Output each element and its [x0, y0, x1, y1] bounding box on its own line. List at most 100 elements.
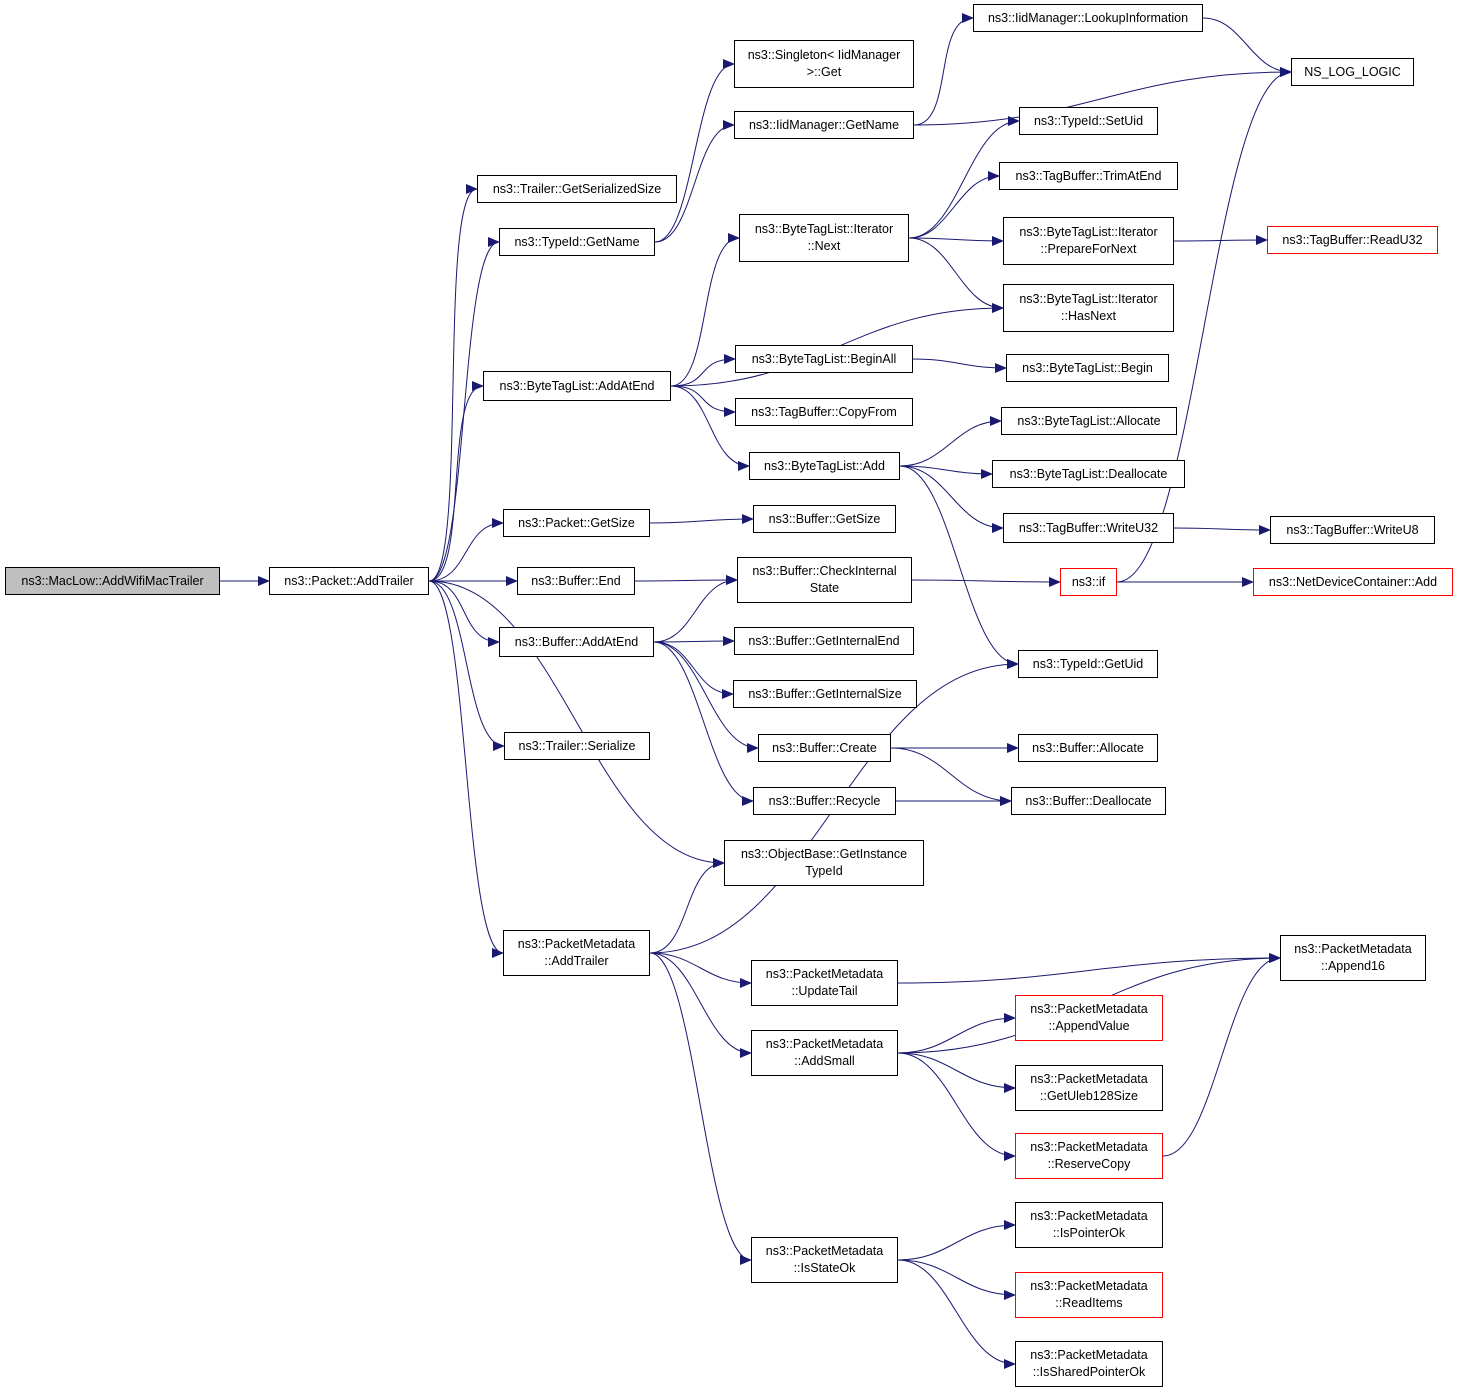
node-buf-check[interactable]: ns3::Buffer::CheckInternal State — [737, 557, 912, 603]
node-buf-add-at-end[interactable]: ns3::Buffer::AddAtEnd — [499, 627, 654, 657]
edge-btl-add-to-type-get-uid — [899, 465, 1019, 669]
node-obj-get-inst[interactable]: ns3::ObjectBase::GetInstance TypeId — [724, 840, 924, 886]
edge-buf-check-to-ns3if — [911, 576, 1061, 587]
edge-ns3if-to-ns-log-logic — [1116, 67, 1292, 583]
edge-btl-it-next-to-tb-trim — [908, 171, 1000, 239]
node-buf-get-int-size[interactable]: ns3::Buffer::GetInternalSize — [733, 680, 917, 708]
edge-type-get-name-to-singleton-get — [654, 59, 735, 243]
node-tb-read-u32[interactable]: ns3::TagBuffer::ReadU32 — [1267, 226, 1438, 254]
node-buf-get-int-end[interactable]: ns3::Buffer::GetInternalEnd — [734, 627, 914, 655]
edge-buf-add-at-end-to-buf-get-int-size — [653, 641, 734, 699]
edge-add-trailer-to-tr-get-ser — [428, 184, 478, 582]
node-tb-copy-from[interactable]: ns3::TagBuffer::CopyFrom — [735, 398, 913, 426]
node-type-get-name[interactable]: ns3::TypeId::GetName — [499, 228, 655, 256]
node-buf-create[interactable]: ns3::Buffer::Create — [758, 734, 891, 762]
node-btl-allocate[interactable]: ns3::ByteTagList::Allocate — [1001, 407, 1177, 435]
node-pm-add-small[interactable]: ns3::PacketMetadata ::AddSmall — [751, 1030, 898, 1076]
edge-buf-add-at-end-to-buf-recycle — [653, 641, 754, 806]
node-pm-read-items[interactable]: ns3::PacketMetadata ::ReadItems — [1015, 1272, 1163, 1318]
node-pm-update-tail[interactable]: ns3::PacketMetadata ::UpdateTail — [751, 960, 898, 1006]
node-tr-serialize[interactable]: ns3::Trailer::Serialize — [504, 732, 650, 760]
node-btl-begin-all[interactable]: ns3::ByteTagList::BeginAll — [735, 345, 913, 373]
node-iid-lookup[interactable]: ns3::IidManager::LookupInformation — [973, 4, 1203, 32]
edge-btl-it-next-to-btl-it-prepare — [908, 235, 1004, 246]
node-type-get-uid[interactable]: ns3::TypeId::GetUid — [1018, 650, 1158, 678]
node-btl-add[interactable]: ns3::ByteTagList::Add — [749, 452, 900, 480]
edge-add-trailer-to-btl-add-at-end — [428, 381, 484, 582]
node-pm-add-trailer[interactable]: ns3::PacketMetadata ::AddTrailer — [503, 930, 650, 976]
node-root: ns3::MacLow::AddWifiMacTrailer — [5, 567, 220, 595]
edge-buf-add-at-end-to-buf-check — [653, 575, 738, 643]
node-pm-get-uleb[interactable]: ns3::PacketMetadata ::GetUleb128Size — [1015, 1065, 1163, 1111]
edge-btl-begin-all-to-btl-begin — [912, 358, 1007, 373]
edge-btl-it-next-to-btl-it-has-next — [908, 237, 1004, 313]
edge-iid-get-name-to-iid-lookup — [913, 13, 974, 126]
node-ns-log-logic[interactable]: NS_LOG_LOGIC — [1291, 58, 1414, 86]
node-ns3if[interactable]: ns3::if — [1060, 568, 1117, 596]
edge-add-trailer-to-tr-serialize — [428, 580, 505, 751]
node-btl-add-at-end[interactable]: ns3::ByteTagList::AddAtEnd — [483, 371, 671, 401]
edge-add-trailer-to-obj-get-inst — [428, 580, 725, 868]
node-pkt-get-size[interactable]: ns3::Packet::GetSize — [503, 509, 650, 537]
node-pm-is-shared-ptr-ok[interactable]: ns3::PacketMetadata ::IsSharedPointerOk — [1015, 1341, 1163, 1387]
edge-add-trailer-to-pkt-get-size — [428, 518, 504, 582]
edge-pm-reserve-copy-to-pm-append16 — [1162, 953, 1281, 1157]
node-btl-it-prepare[interactable]: ns3::ByteTagList::Iterator ::PrepareForN… — [1003, 217, 1174, 265]
node-pm-append16[interactable]: ns3::PacketMetadata ::Append16 — [1280, 935, 1426, 981]
edge-pm-add-small-to-pm-get-uleb — [897, 1052, 1016, 1093]
edge-pm-add-small-to-pm-reserve-copy — [897, 1052, 1016, 1161]
edge-iid-get-name-to-ns-log-logic — [913, 67, 1292, 126]
edge-pm-is-state-ok-to-pm-is-pointer-ok — [897, 1220, 1016, 1261]
node-btl-it-next[interactable]: ns3::ByteTagList::Iterator ::Next — [739, 214, 909, 262]
node-btl-it-has-next[interactable]: ns3::ByteTagList::Iterator ::HasNext — [1003, 284, 1174, 332]
node-tb-write-u32[interactable]: ns3::TagBuffer::WriteU32 — [1003, 513, 1174, 543]
edge-btl-add-at-end-to-btl-add — [670, 385, 750, 471]
node-btl-begin[interactable]: ns3::ByteTagList::Begin — [1006, 354, 1169, 382]
edge-type-get-name-to-iid-get-name — [654, 120, 735, 243]
edge-pm-add-trailer-to-obj-get-inst — [649, 858, 725, 954]
edge-iid-lookup-to-ns-log-logic — [1202, 17, 1292, 77]
edge-btl-add-to-btl-deallocate — [899, 465, 993, 479]
node-iid-get-name[interactable]: ns3::IidManager::GetName — [734, 111, 914, 139]
edge-btl-add-at-end-to-btl-it-next — [670, 233, 740, 387]
edge-pm-is-state-ok-to-pm-is-shared-ptr-ok — [897, 1259, 1016, 1369]
node-buf-allocate[interactable]: ns3::Buffer::Allocate — [1018, 734, 1158, 762]
node-tb-trim[interactable]: ns3::TagBuffer::TrimAtEnd — [999, 162, 1178, 190]
edge-btl-add-to-tb-write-u32 — [899, 465, 1004, 533]
edge-buf-add-at-end-to-buf-get-int-end — [653, 636, 735, 647]
edge-btl-add-at-end-to-tb-copy-from — [670, 385, 736, 417]
edge-pm-update-tail-to-pm-append16 — [897, 953, 1281, 984]
edge-add-trailer-to-pm-add-trailer — [428, 580, 504, 958]
edge-tb-write-u32-to-tb-write-u8 — [1173, 524, 1271, 535]
edge-pm-add-trailer-to-pm-update-tail — [649, 952, 752, 988]
node-pm-is-pointer-ok[interactable]: ns3::PacketMetadata ::IsPointerOk — [1015, 1202, 1163, 1248]
edge-btl-add-to-btl-allocate — [899, 416, 1002, 467]
node-tb-write-u8[interactable]: ns3::TagBuffer::WriteU8 — [1270, 516, 1435, 544]
node-singleton-get[interactable]: ns3::Singleton< IidManager >::Get — [734, 40, 914, 88]
edge-buf-end-to-buf-check — [634, 575, 738, 586]
node-pm-reserve-copy[interactable]: ns3::PacketMetadata ::ReserveCopy — [1015, 1133, 1163, 1179]
node-buf-recycle[interactable]: ns3::Buffer::Recycle — [753, 787, 896, 815]
edge-buf-create-to-buf-deallocate — [890, 747, 1012, 806]
edge-pm-add-small-to-pm-append-value — [897, 1013, 1016, 1054]
node-buf-get-size[interactable]: ns3::Buffer::GetSize — [753, 505, 896, 533]
edge-pm-add-trailer-to-pm-is-state-ok — [649, 952, 752, 1265]
node-type-set-uid[interactable]: ns3::TypeId::SetUid — [1019, 107, 1158, 135]
edge-pm-is-state-ok-to-pm-read-items — [897, 1259, 1016, 1300]
node-pm-append-value[interactable]: ns3::PacketMetadata ::AppendValue — [1015, 995, 1163, 1041]
edge-pm-add-trailer-to-pm-add-small — [649, 952, 752, 1058]
node-pm-is-state-ok[interactable]: ns3::PacketMetadata ::IsStateOk — [751, 1237, 898, 1283]
node-buf-deallocate[interactable]: ns3::Buffer::Deallocate — [1011, 787, 1166, 815]
edge-pkt-get-size-to-buf-get-size — [649, 514, 754, 525]
edge-btl-add-at-end-to-btl-begin-all — [670, 354, 736, 387]
node-btl-deallocate[interactable]: ns3::ByteTagList::Deallocate — [992, 460, 1185, 488]
node-buf-end[interactable]: ns3::Buffer::End — [517, 567, 635, 595]
node-ndc-add[interactable]: ns3::NetDeviceContainer::Add — [1253, 568, 1453, 596]
edge-add-trailer-to-buf-add-at-end — [428, 580, 500, 647]
edge-btl-it-next-to-type-set-uid — [908, 116, 1020, 239]
node-tr-get-ser[interactable]: ns3::Trailer::GetSerializedSize — [477, 175, 677, 203]
node-add-trailer[interactable]: ns3::Packet::AddTrailer — [269, 567, 429, 595]
edge-buf-add-at-end-to-buf-create — [653, 641, 759, 753]
